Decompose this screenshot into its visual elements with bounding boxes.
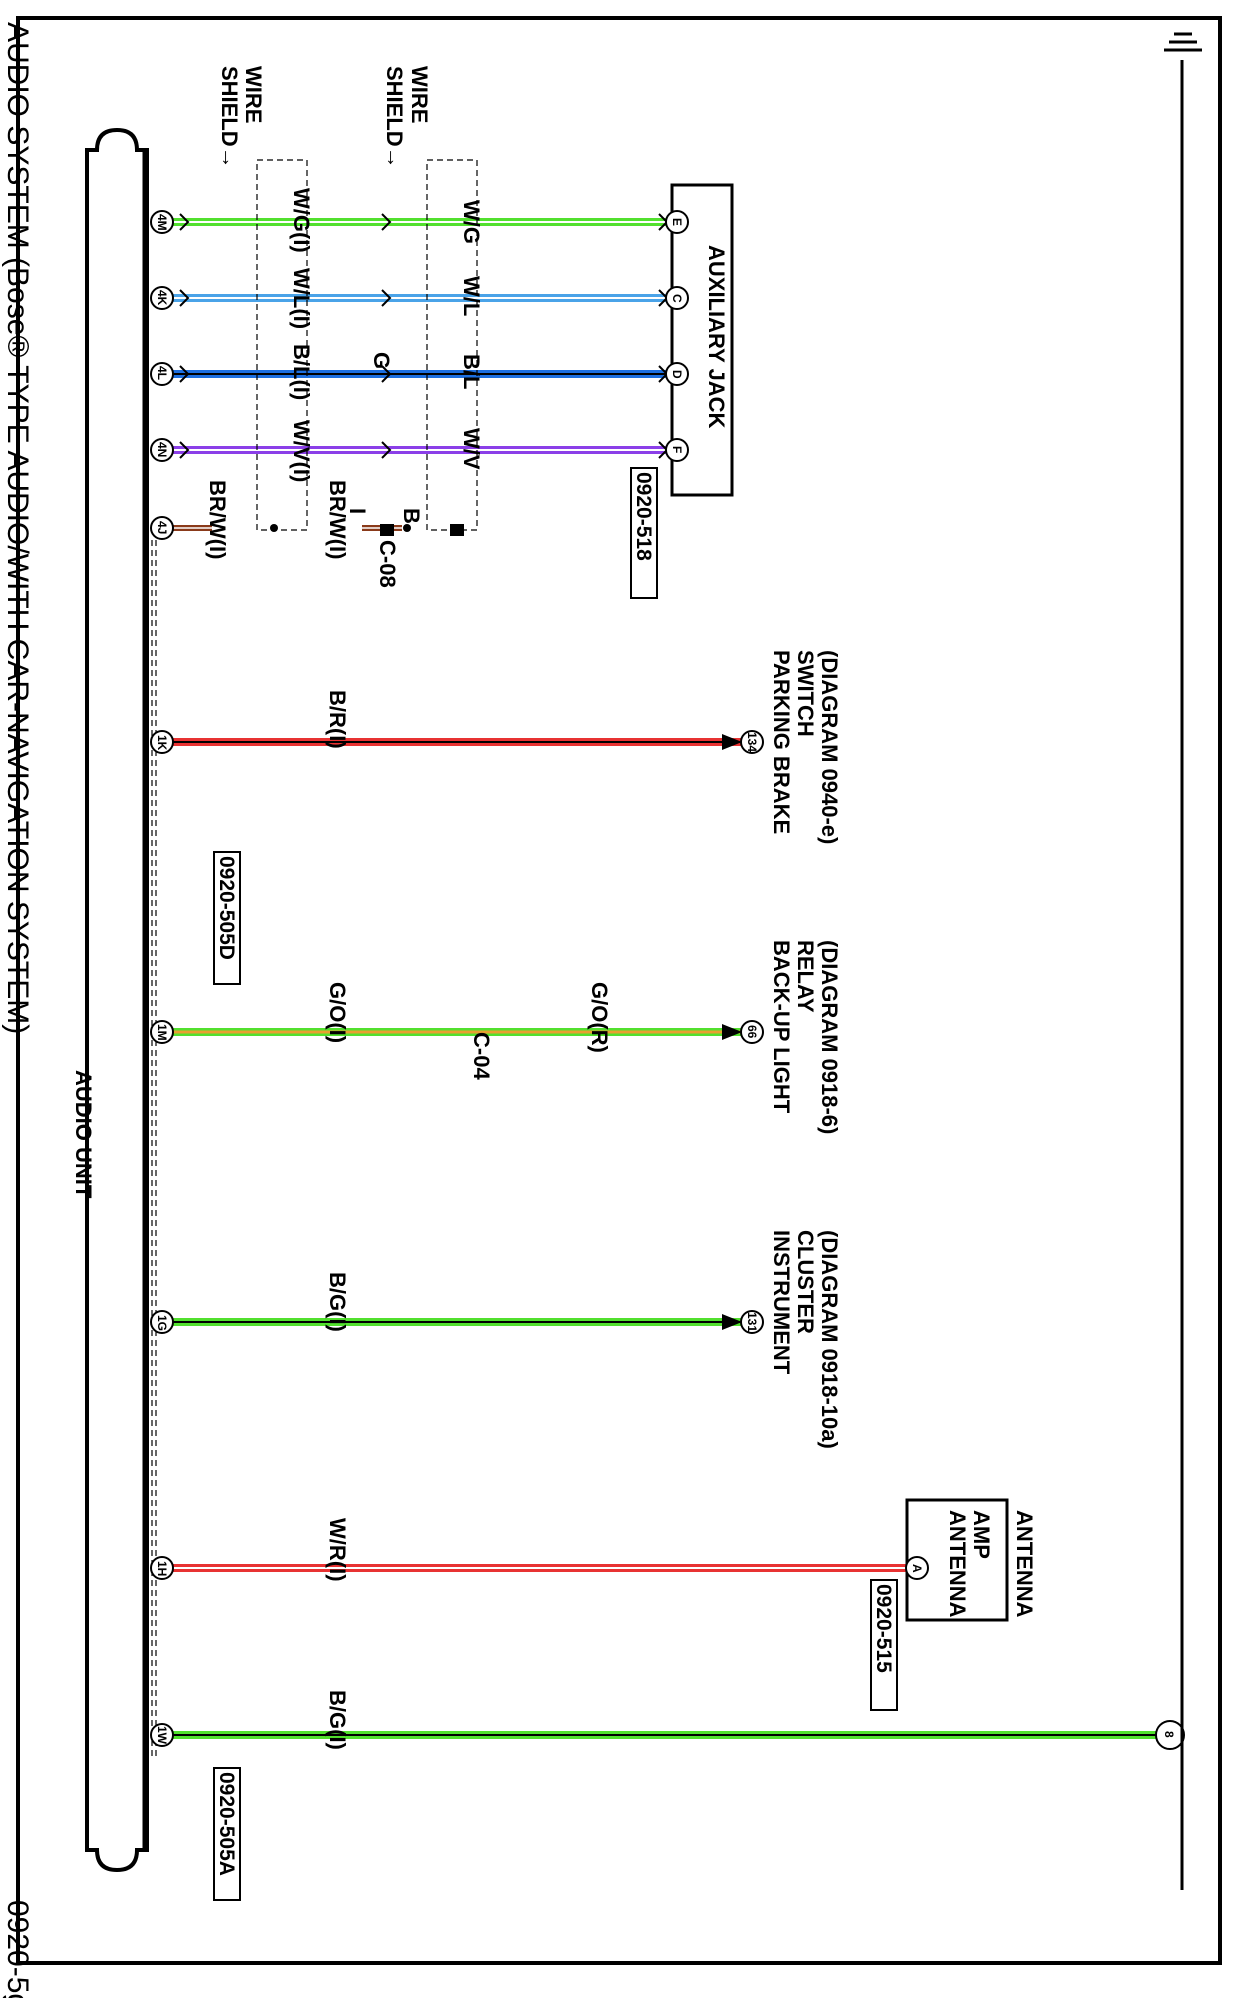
diagram-title: AUDIO SYSTEM (Bose® TYPE AUDIO/WITH CAR-… [1, 22, 34, 1034]
antenna-amp [905, 1498, 1009, 1622]
backup-line-2: RELAY [793, 940, 818, 1013]
connector-box-515 [870, 1579, 898, 1711]
connector-box-505d [213, 851, 241, 985]
cluster-line-2: CLUSTER [793, 1230, 818, 1334]
label-wl-i: W/L(I) [289, 268, 314, 329]
pin-e: E [670, 218, 684, 226]
backup-line-3: (DIAGRAM 0918-6) [817, 940, 842, 1134]
pin-4n: 4N [155, 442, 169, 457]
connector-505d-label: 0920-505D [215, 856, 238, 960]
cluster-line-3: (DIAGRAM 0918-10a) [817, 1230, 842, 1449]
ground-8: 8 [1162, 1731, 1176, 1738]
connector-box-505a [213, 1767, 241, 1901]
term-134: 134 [745, 732, 759, 752]
shield-box-1 [256, 159, 308, 531]
term-66: 66 [745, 1025, 759, 1039]
label-go-i: G/O(I) [325, 982, 350, 1043]
shield-label-2a: SHIELD→ [382, 66, 407, 169]
label-bl-i: B/L(I) [289, 344, 314, 400]
label-bl: B/L [459, 354, 484, 389]
pin-4m: 4M [155, 214, 169, 231]
label-bg-i2: B/G(I) [325, 1690, 350, 1750]
label-g: G [369, 352, 394, 369]
label-wv-i: W/V(I) [289, 420, 314, 482]
label-wl: W/L [459, 276, 484, 316]
audio-unit-bar [85, 127, 149, 1873]
pin-1w: 1W [155, 1726, 169, 1745]
auxiliary-jack [670, 183, 734, 497]
auxiliary-jack-label: AUXILIARY JACK [704, 245, 729, 428]
pin-c: C [670, 294, 684, 303]
pins-518: E C D F [665, 210, 689, 462]
pin-1k: 1K [155, 735, 169, 751]
antenna-amp-line-1: ANTENNA [945, 1510, 970, 1618]
label-br-i: B/R(I) [325, 690, 350, 749]
pins-505d: 4M 4K 4L 4N 4J [150, 210, 174, 540]
label-c04: C-04 [469, 1032, 494, 1080]
label-brw-1: BR/W(I) [205, 480, 230, 559]
label-wg-i: W/G(I) [289, 188, 314, 253]
parking-line-1: PARKING BRAKE [769, 650, 794, 834]
shield-label-1a: SHIELD→ [217, 66, 242, 169]
cluster-line-1: INSTRUMENT [769, 1230, 794, 1375]
backup-line-1: BACK-UP LIGHT [769, 940, 794, 1114]
connector-box-518 [630, 467, 658, 599]
outer-frame [16, 16, 1222, 1965]
connector-505a-label: 0920-505A [215, 1772, 238, 1876]
label-b: B [399, 508, 424, 524]
connector-515-label: 0920-515 [872, 1584, 895, 1673]
label-c08: C-08 [375, 540, 400, 588]
pin-1m: 1M [155, 1024, 169, 1041]
pin-1g: 1G [155, 1315, 169, 1331]
pin-f: F [670, 446, 684, 453]
audio-unit-label: AUDIO UNIT [71, 1070, 96, 1199]
pin-a: A [910, 1564, 924, 1573]
pin-4j: 4J [155, 521, 169, 534]
label-i: I [345, 508, 370, 514]
label-wr-i: W/R(I) [325, 1518, 350, 1582]
ground-terminal [1155, 1720, 1185, 1750]
antenna-label: ANTENNA [1012, 1510, 1037, 1618]
pin-4k: 4K [155, 290, 169, 306]
connector-518-label: 0920-518 [632, 472, 655, 561]
ground-symbol-icon [1164, 32, 1202, 52]
shield-label-1b: WIRE [241, 66, 266, 123]
antenna-amp-line-2: AMP [969, 1510, 994, 1559]
label-brw-2: BR/W(I) [325, 480, 350, 559]
pin-d: D [670, 370, 684, 379]
pin-4l: 4L [155, 366, 169, 380]
pin-1h: 1H [155, 1561, 169, 1576]
page-code: 0920-5g [1, 1900, 34, 1998]
label-go-r: G/O(R) [587, 982, 612, 1053]
parking-line-3: (DIAGRAM 0940-e) [817, 650, 842, 844]
parking-line-2: SWITCH [793, 650, 818, 737]
label-wg: W/G [459, 200, 484, 244]
term-131: 131 [745, 1312, 759, 1332]
label-wv: W/V [459, 428, 484, 470]
label-bg-i: B/G(I) [325, 1272, 350, 1332]
shield-label-2b: WIRE [407, 66, 432, 123]
